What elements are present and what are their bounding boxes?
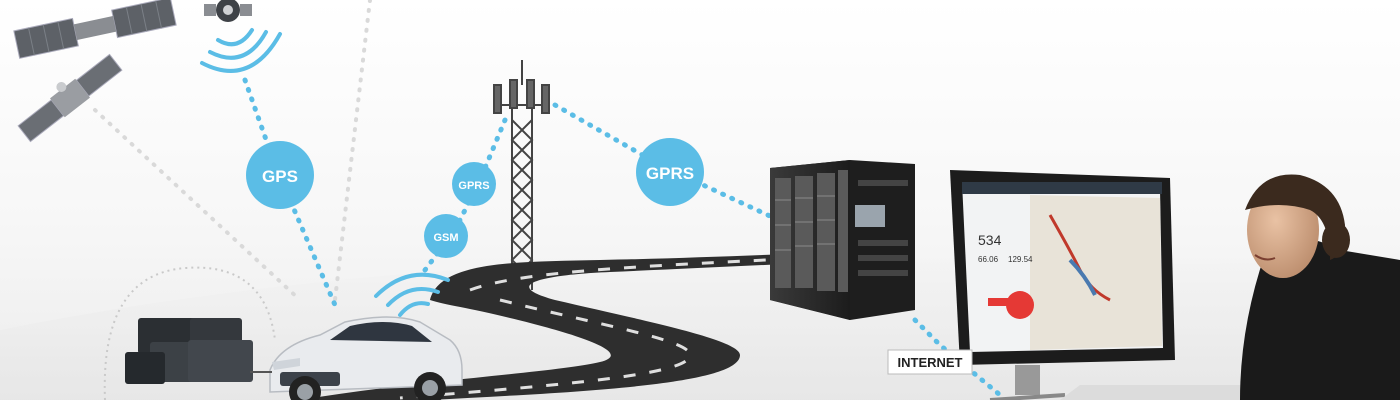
gsm-label: GSM (433, 232, 458, 244)
person-icon (1240, 174, 1400, 400)
car-icon (269, 316, 463, 400)
gps-tracker-device-icon (103, 266, 276, 400)
gprs-large-bubble: GPRS (636, 138, 704, 206)
gps-label: GPS (262, 167, 298, 186)
gprs-large-label: GPRS (646, 164, 694, 183)
satellite-icon (204, 0, 252, 22)
dashboard-stat-b: 129.54 (1008, 255, 1033, 264)
cell-tower-icon (493, 60, 550, 290)
dashboard-big-number: 534 (978, 232, 1002, 248)
desk (1060, 385, 1260, 400)
internet-label: INTERNET (898, 355, 963, 370)
dashboard-stats: 534 66.06 129.54 (978, 232, 1033, 264)
monitor-icon (950, 170, 1175, 400)
dashboard-stat-a: 66.06 (978, 255, 999, 264)
wifi-signal-icon (200, 28, 282, 73)
gprs-small-bubble: GPRS (452, 162, 496, 206)
server-rack-icon (770, 160, 915, 320)
wifi-signal-icon (374, 272, 450, 317)
gps-bubble: GPS (246, 141, 314, 209)
satellite-icon (17, 53, 123, 143)
gprs-small-label: GPRS (458, 180, 489, 192)
road (300, 250, 905, 400)
gsm-bubble: GSM (424, 214, 468, 258)
faint-rays (93, 0, 372, 302)
internet-label-box: INTERNET (887, 349, 973, 375)
satellite-icon (13, 0, 177, 59)
